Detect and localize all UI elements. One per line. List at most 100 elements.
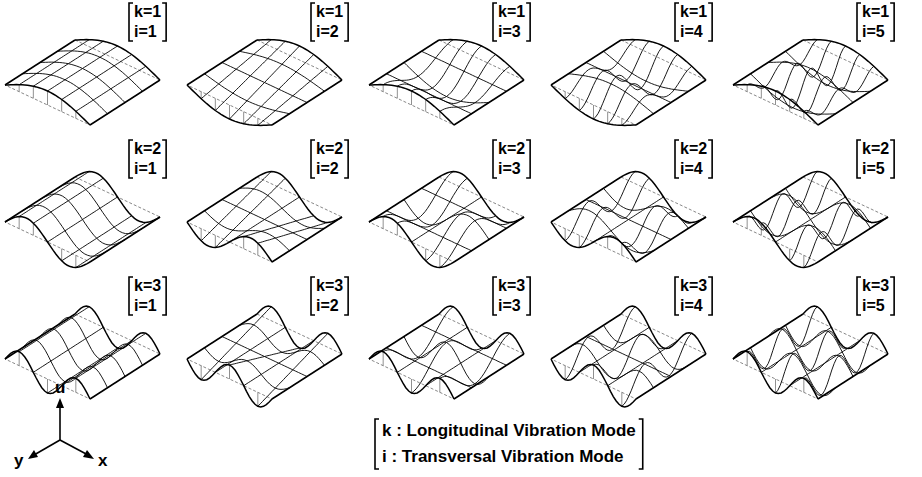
displacement-tick <box>747 352 748 366</box>
grid-line <box>5 351 90 399</box>
displacement-tick <box>607 237 608 249</box>
mode-shape <box>5 40 160 125</box>
displacement-tick <box>425 249 426 261</box>
displacement-tick <box>243 112 244 124</box>
bracket <box>675 277 679 315</box>
grid-line <box>586 200 671 240</box>
displacement-tick <box>75 255 76 267</box>
mode-shape <box>369 40 524 125</box>
bracket <box>162 140 166 178</box>
mode-shape <box>369 306 524 399</box>
mode-index-label: k=1i=2 <box>316 2 343 42</box>
bracket <box>675 3 679 41</box>
grid-line <box>747 307 817 369</box>
mode-shape <box>733 172 888 268</box>
mode-label: i=1 <box>134 22 161 42</box>
displacement-tick <box>201 229 202 241</box>
grid-line <box>422 188 507 228</box>
grid-line <box>551 359 636 407</box>
grid-line <box>751 211 836 251</box>
bracket <box>675 140 679 178</box>
grid-line <box>768 329 853 377</box>
grid-line <box>569 209 654 253</box>
displacement-tick <box>747 85 748 92</box>
grid-line <box>369 351 454 399</box>
grid-line <box>751 348 836 396</box>
grid-line <box>804 66 874 115</box>
grid-line <box>240 324 325 366</box>
bracket <box>708 140 712 178</box>
displacement-tick <box>747 217 748 229</box>
grid-line <box>205 211 290 251</box>
bracket <box>857 140 861 178</box>
note-text: k : Longitudinal Vibration Mode <box>382 418 636 444</box>
grid-line <box>205 74 290 114</box>
displacement-tick <box>383 85 384 92</box>
displacement-tick <box>593 105 594 119</box>
mode-index-label: k=2i=4 <box>680 139 707 179</box>
grid-line <box>786 51 871 91</box>
grid-line <box>240 51 325 91</box>
displacement-tick <box>75 378 76 392</box>
grid-line <box>222 200 307 240</box>
bracket <box>890 277 894 315</box>
mode-label: k=2 <box>498 139 525 159</box>
notation-note: k : Longitudinal Vibration Modei : Trans… <box>382 418 636 470</box>
grid-line <box>439 172 524 223</box>
grid-line <box>761 41 831 99</box>
grid-line <box>75 40 160 80</box>
grid-line <box>733 351 818 399</box>
axis-label: u <box>55 379 65 397</box>
displacement-tick <box>47 91 48 105</box>
mode-shape <box>187 40 342 126</box>
mode-index-label: k=2i=2 <box>316 139 343 179</box>
displacement-tick <box>19 85 20 92</box>
mode-label: k=1 <box>316 2 343 22</box>
grid-line <box>733 217 818 268</box>
bracket <box>162 3 166 41</box>
mode-index-label: k=1i=4 <box>680 2 707 42</box>
displacement-tick <box>803 378 804 392</box>
mode-shape <box>369 172 524 268</box>
mode-label: i=4 <box>680 159 707 179</box>
mode-shape <box>5 306 160 399</box>
displacement-tick <box>411 379 412 393</box>
grid-line <box>404 63 489 103</box>
mode-shape <box>187 172 342 263</box>
grid-line <box>768 194 853 245</box>
displacement-tick <box>257 118 258 125</box>
mode-label: k=3 <box>680 276 707 296</box>
grid-line <box>40 329 125 377</box>
mode-shape <box>551 172 706 263</box>
mode-index-label: k=2i=3 <box>498 139 525 179</box>
mode-label: i=3 <box>498 159 525 179</box>
grid-line <box>205 348 290 390</box>
displacement-tick <box>761 86 762 98</box>
grid-line <box>422 51 507 91</box>
grid-line <box>40 62 125 102</box>
mode-index-label: k=2i=1 <box>134 139 161 179</box>
grid-line <box>404 337 489 385</box>
grid-line <box>40 194 125 245</box>
grid-line <box>240 188 325 228</box>
mode-shape <box>733 306 888 399</box>
displacement-tick <box>383 352 384 366</box>
displacement-tick <box>257 243 258 255</box>
mode-label: i=4 <box>680 22 707 42</box>
displacement-tick <box>621 243 622 255</box>
displacement-tick <box>257 392 258 406</box>
grid-line <box>604 51 689 91</box>
mode-label: k=2 <box>862 139 889 159</box>
grid-line <box>383 40 453 85</box>
displacement-tick <box>579 235 580 247</box>
grid-line <box>551 222 636 262</box>
grid-line <box>187 359 272 407</box>
grid-line <box>621 172 706 223</box>
mode-index-label: k=3i=5 <box>862 276 889 316</box>
grid-line <box>439 40 524 80</box>
mode-label: k=3 <box>316 276 343 296</box>
displacement-tick <box>383 217 384 229</box>
mode-index-label: k=2i=5 <box>862 139 889 179</box>
mode-shape <box>5 172 160 268</box>
